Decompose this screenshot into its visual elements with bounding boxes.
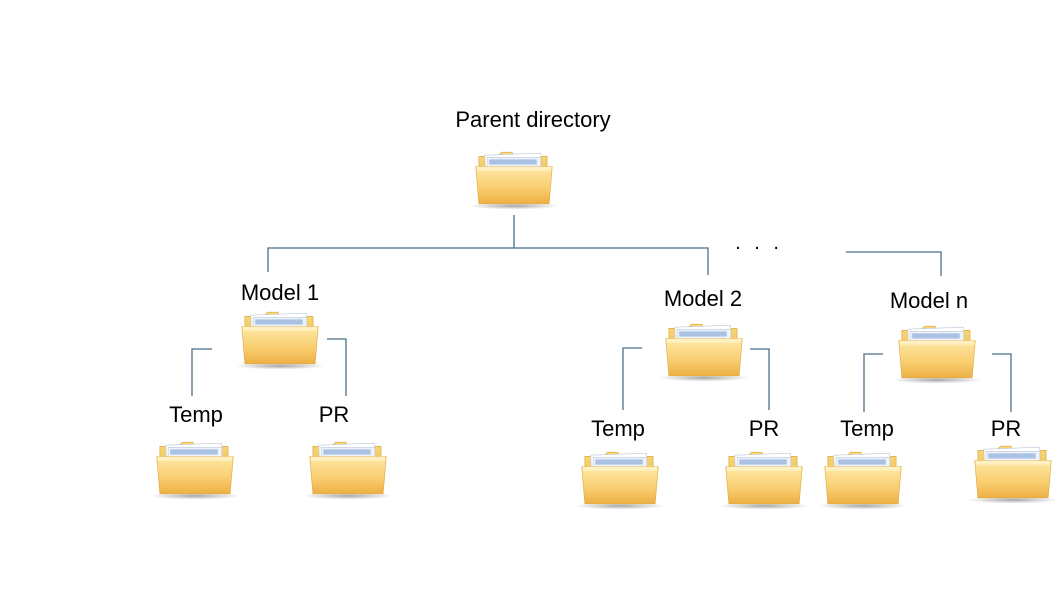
- model-2-pr-label: PR: [748, 416, 780, 441]
- model-n-label: Model n: [889, 288, 969, 313]
- connector-model1-pr: [327, 338, 347, 396]
- model-2-temp-folder-icon: [577, 451, 663, 510]
- connector-model-n: [846, 251, 942, 276]
- model-2-temp-label: Temp: [591, 416, 645, 441]
- model-2-label: Model 2: [663, 286, 743, 311]
- model-2-pr-folder-icon: [721, 451, 807, 510]
- root-label: Parent directory: [455, 107, 611, 132]
- connector-modeln-pr: [992, 353, 1012, 412]
- connector-lines: [191, 215, 1012, 412]
- model-n-pr-folder-icon: [970, 445, 1056, 504]
- model-1-pr-folder-icon: [305, 441, 391, 500]
- connector-model2-temp: [622, 347, 642, 410]
- connector-root-branch: [267, 247, 709, 275]
- model-n-pr-label: PR: [990, 416, 1022, 441]
- model-1-label: Model 1: [240, 280, 320, 305]
- ellipsis-indicator: . . .: [735, 232, 783, 254]
- model-2-folder-icon: [661, 323, 747, 382]
- model-1-temp-folder-icon: [152, 441, 238, 500]
- model-n-temp-folder-icon: [820, 451, 906, 510]
- model-n-temp-label: Temp: [840, 416, 894, 441]
- root-folder-icon: [471, 151, 557, 210]
- model-1-temp-label: Temp: [169, 402, 223, 427]
- model-1-folder-icon: [237, 311, 323, 370]
- connector-model2-pr: [750, 348, 770, 410]
- connector-model1-temp: [191, 348, 212, 396]
- connector-modeln-temp: [863, 353, 883, 412]
- model-1-pr-label: PR: [318, 402, 350, 427]
- model-n-folder-icon: [894, 325, 980, 384]
